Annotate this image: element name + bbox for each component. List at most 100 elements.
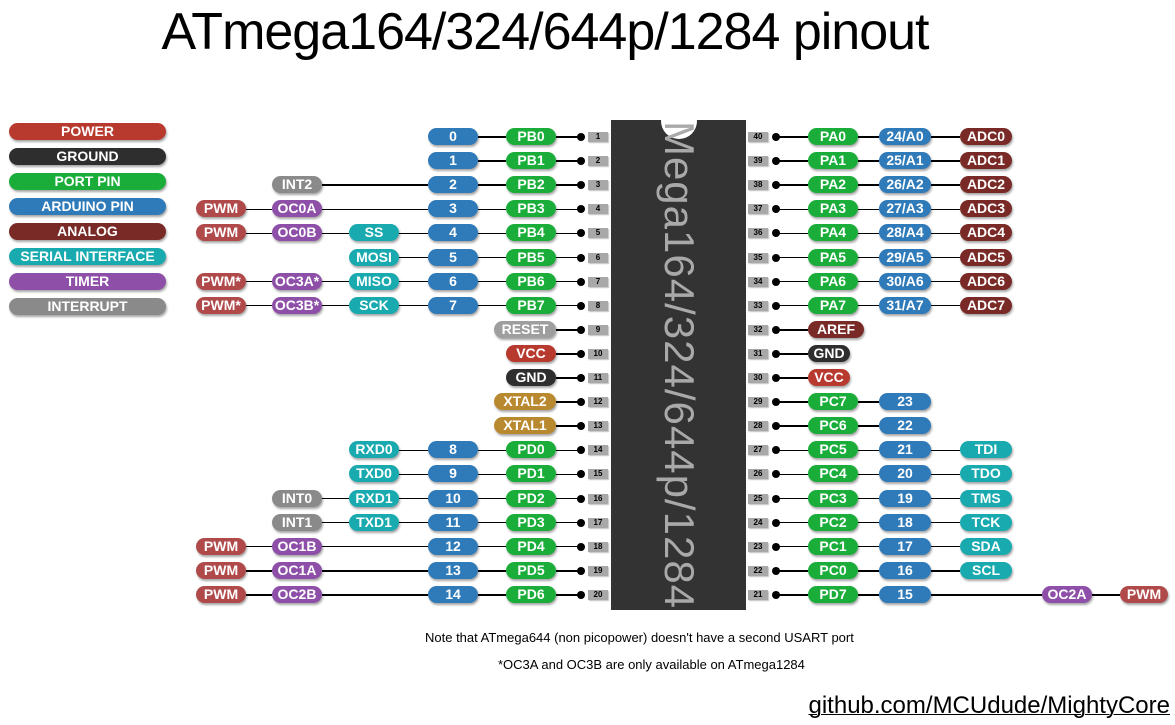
connector-line [399,256,428,259]
arduino-pin: 28/A4 [879,224,931,242]
pin-number: 32 [748,324,768,335]
analog-adc4: ADC4 [960,224,1012,242]
connector-line [858,256,879,259]
serial-txd1: TXD1 [349,513,399,531]
connector-line [556,232,581,235]
connector-line [322,545,428,548]
connector-line [322,184,428,186]
arduino-pin: 22 [879,417,931,435]
connector-line [556,449,581,452]
pin-number: 33 [748,300,768,311]
connector-line [556,570,581,572]
pin-dot [577,157,585,166]
pin-number: 34 [748,276,768,287]
connector-line [858,473,879,476]
arduino-pin: 7 [428,296,478,314]
pin-dot [577,518,585,527]
connector-line [776,136,808,138]
connector-line [556,136,581,138]
connector-line [478,497,506,500]
pwm-label: PWM [196,561,246,579]
port-pin: PB4 [506,224,556,242]
connector-line [776,160,808,162]
arduino-pin: 25/A1 [879,152,931,170]
connector-line [858,184,879,186]
connector-line [776,232,808,235]
arduino-pin: 3 [428,200,478,218]
connector-line [399,232,428,235]
port-pin: PD1 [506,465,556,483]
special-vcc: VCC [808,369,850,386]
connector-line [931,570,960,572]
connector-line [776,425,808,427]
legend-ground: GROUND [9,148,166,165]
arduino-pin: 18 [879,513,931,531]
connector-line [776,256,808,259]
pin-dot [577,301,585,310]
port-pin: PA1 [808,152,858,170]
github-link[interactable]: github.com/MCUdude/MightyCore [808,692,1171,719]
legend-power: POWER [9,123,166,140]
connector-line [246,232,272,235]
connector-line [399,449,428,452]
timer-oc1b: OC1B [272,537,322,555]
pwm-label: PWM* [196,272,246,290]
special-xtal1: XTAL1 [494,417,556,435]
connector-line [858,545,879,548]
pwm-label: PWM [196,537,246,555]
connector-line [931,280,960,283]
pin-number: 7 [588,276,608,287]
arduino-pin: 15 [879,585,931,603]
page-title: ATmega164/324/644p/1284 pinout [161,3,929,61]
pin-dot [577,446,585,455]
connector-line [556,401,581,403]
connector-line [322,304,349,307]
analog-adc2: ADC2 [960,176,1012,194]
connector-line [858,304,879,307]
arduino-pin: 11 [428,513,478,531]
arduino-pin: 9 [428,465,478,483]
connector-line [931,256,960,259]
pin-dot [577,374,585,382]
connector-line [246,594,272,596]
serial-mosi: MOSI [349,248,399,266]
connector-line [931,208,960,211]
pin-dot [577,253,585,262]
connector-line [478,304,506,307]
connector-line [322,594,428,596]
special-reset: RESET [494,320,556,338]
serial-txd0: TXD0 [349,465,399,483]
connector-line [776,184,808,186]
connector-line [931,449,960,452]
connector-line [478,256,506,259]
connector-line [858,497,879,500]
connector-line [556,353,581,355]
connector-line [399,304,428,307]
interrupt-int1: INT1 [272,513,322,531]
interrupt-int2: INT2 [272,176,322,194]
special-xtal2: XTAL2 [494,393,556,411]
port-pin: PC6 [808,417,858,435]
connector-line [478,280,506,283]
legend-arduino: ARDUINO PIN [9,198,166,215]
pin-dot [577,422,585,431]
pwm-label: PWM* [196,296,246,314]
pin-number: 28 [748,421,768,432]
connector-line [556,545,581,548]
connector-line [322,497,349,500]
connector-line [931,232,960,235]
connector-line [322,208,428,211]
connector-line [776,545,808,548]
connector-line [1092,594,1120,596]
connector-line [246,545,272,548]
port-pin: PD5 [506,561,556,579]
connector-line [776,521,808,524]
pin-dot [577,229,585,238]
analog-adc7: ADC7 [960,296,1012,314]
connector-line [478,232,506,235]
pin-number: 3 [588,180,608,191]
connector-line [931,304,960,307]
pin-number: 22 [748,565,768,576]
port-pin: PB6 [506,272,556,290]
connector-line [478,545,506,548]
